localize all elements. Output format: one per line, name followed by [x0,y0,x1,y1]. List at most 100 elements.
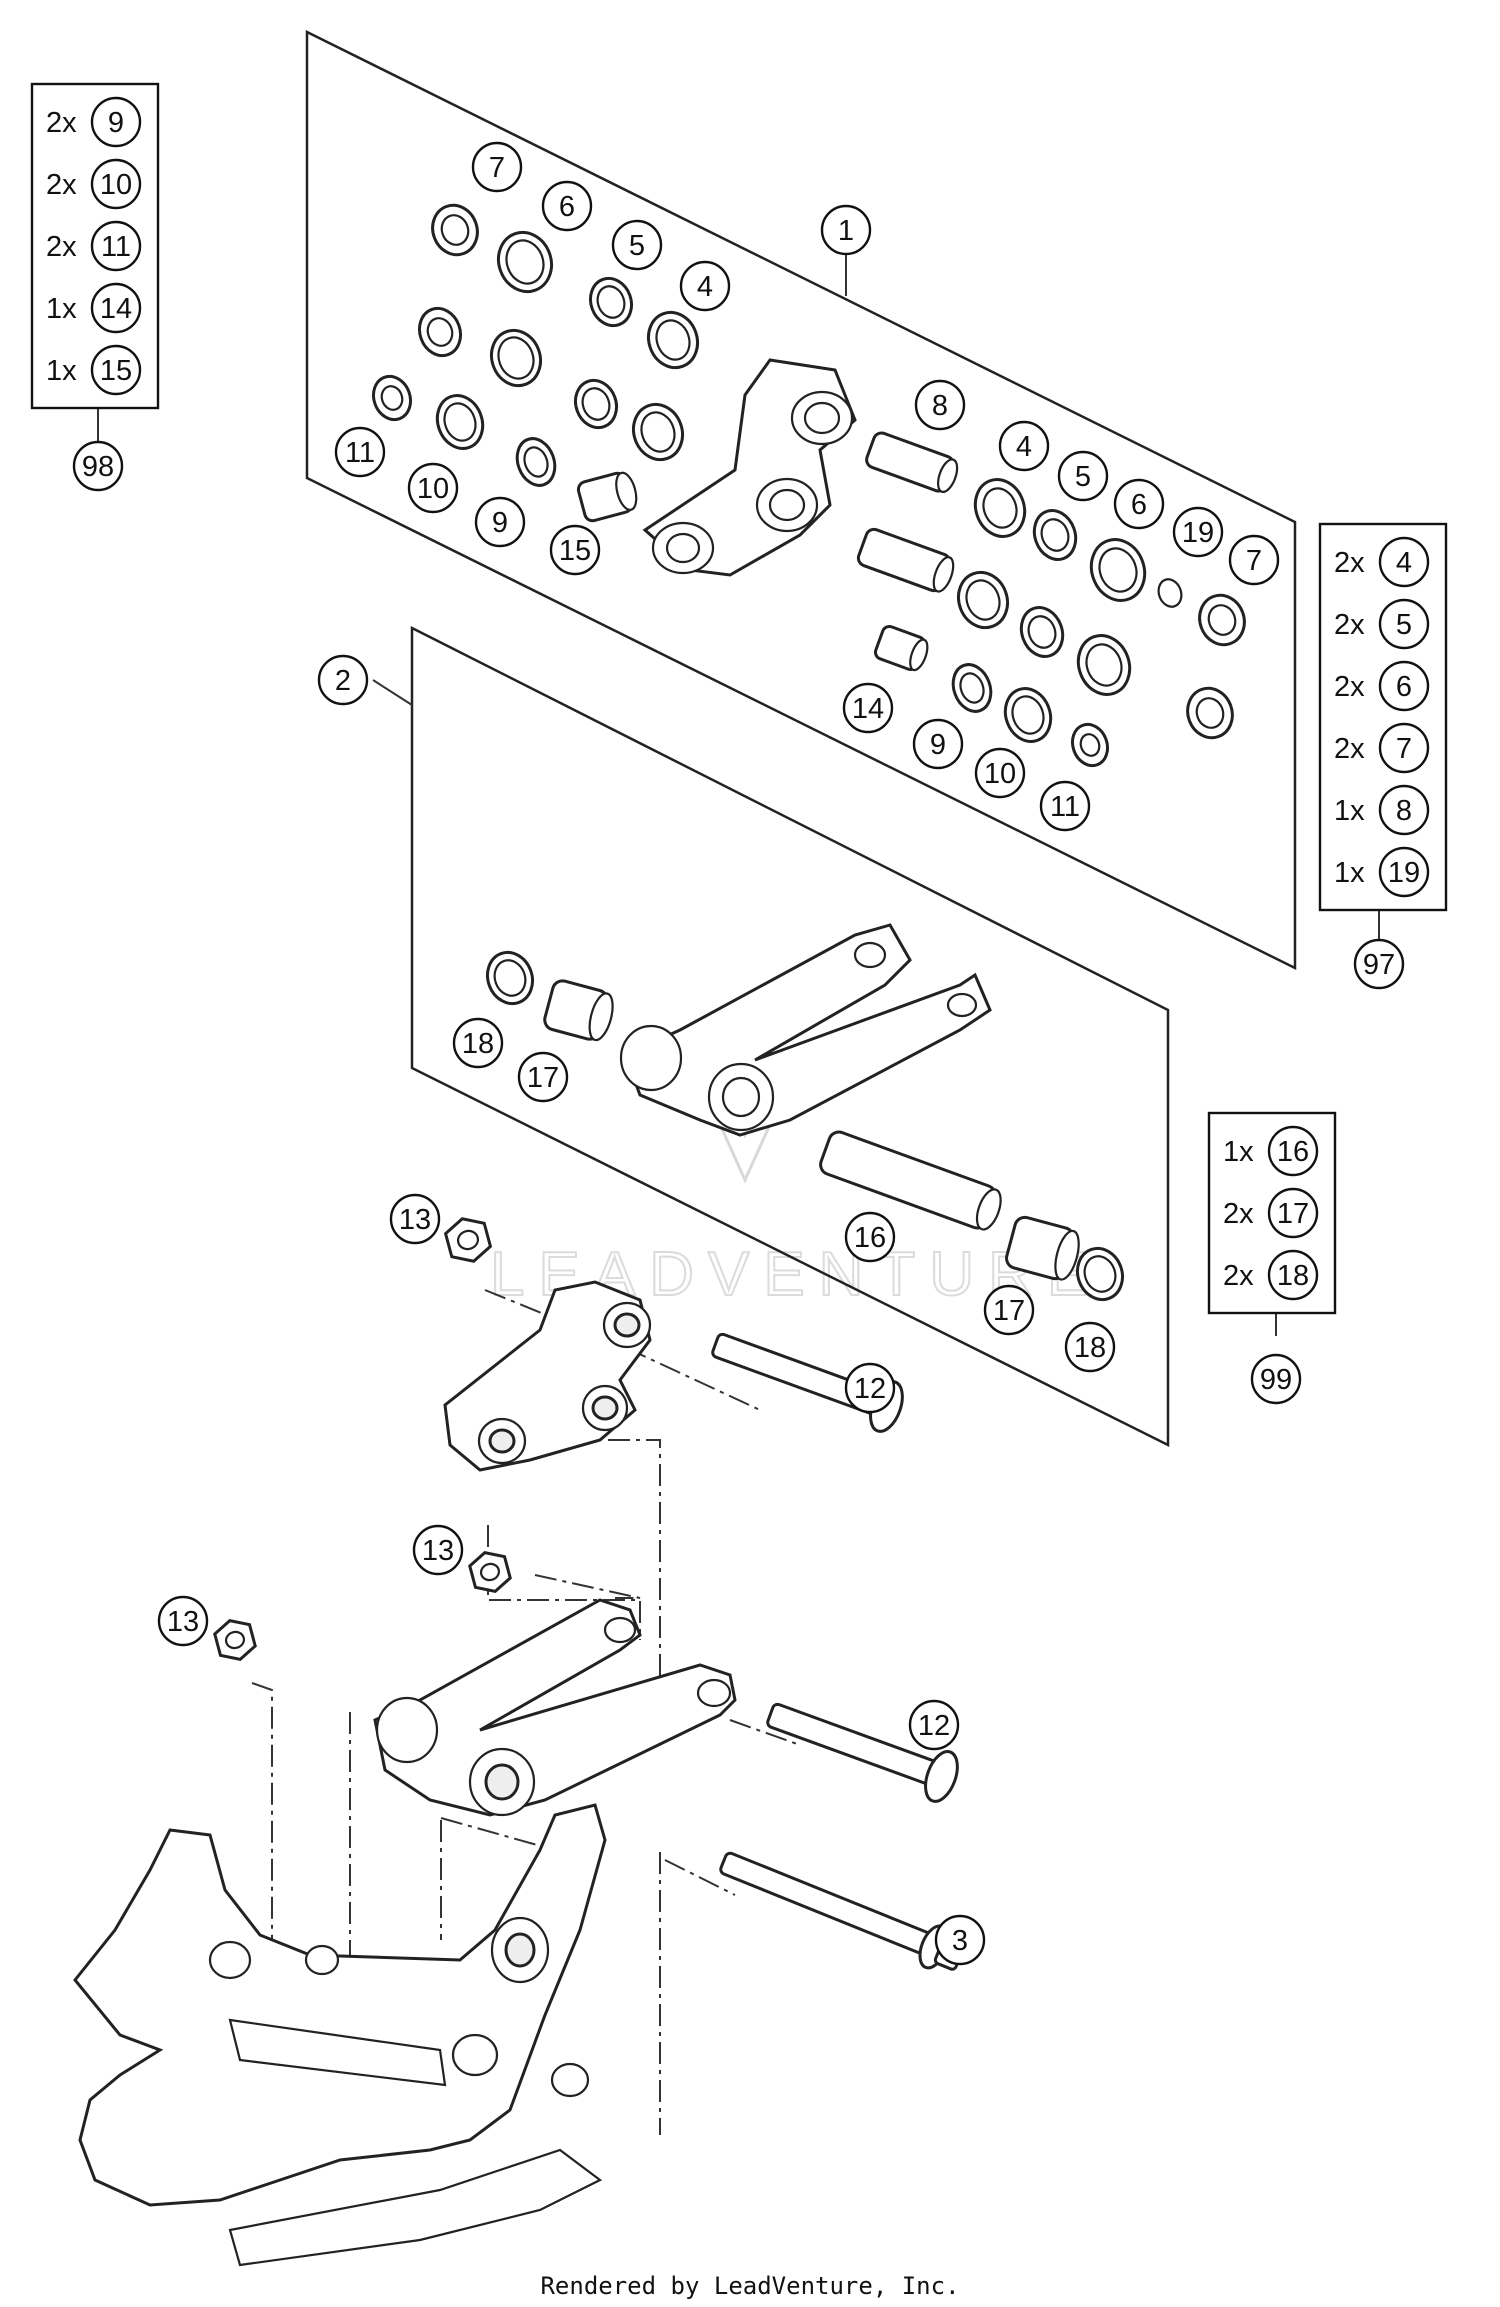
kit-part-number: 19 [1388,857,1420,889]
bolt-12-b [766,1702,959,1803]
callout-circle [474,496,526,548]
pull-rod-assembled [373,1598,737,1817]
callout-label: 17 [993,1295,1025,1327]
callout-label: 99 [1260,1364,1292,1396]
kit-part-number: 4 [1396,547,1412,579]
seal-18-left [485,950,535,1006]
callout-label: 18 [1074,1332,1106,1364]
kit-qty: 2x [1334,671,1365,703]
bearing-10-right [1003,687,1053,743]
callout-label: 10 [984,758,1016,790]
callout-circle [844,1362,896,1414]
washer-9-right [951,663,993,713]
seal-11-left [371,374,413,422]
nut-13-a [443,1217,493,1263]
callout-label: 97 [1363,949,1395,981]
callout-circle [842,682,894,734]
callout-circle [998,420,1050,472]
kit-part-number: 9 [108,107,124,139]
kit-part-number: 16 [1277,1136,1309,1168]
kit-qty: 2x [46,107,77,139]
callout-label: 98 [82,451,114,483]
group-2-frame [410,625,1170,1448]
callout-circle [1064,1321,1116,1373]
callout-label: 2 [335,665,351,697]
kit-part-circle [1267,1187,1319,1239]
kit-part-circle [1378,598,1430,650]
callout-circle [611,219,663,271]
kit-part-circle [1267,1125,1319,1177]
nut-13-c [213,1619,257,1661]
bushing-4-right [973,478,1027,538]
leader-lines [97,254,1380,1336]
callout-g1-15: 15 [549,524,601,576]
callout-13a: 13 [389,1193,441,1245]
kit-qty: 1x [46,293,77,325]
callout-label: 11 [345,437,375,469]
ring-19 [1157,578,1183,608]
callout-label: 12 [918,1710,950,1742]
callout-g1-11b: 11 [1039,780,1091,832]
kit-part-circle [90,220,142,272]
seal-7-right [1198,593,1246,647]
callout-g1-8: 8 [914,379,966,431]
callout-g1-5a: 5 [611,219,663,271]
bushing-4-left [646,310,700,370]
sleeve-lower [856,527,955,593]
kit-part-circle [1378,846,1430,898]
callout-label: 3 [952,1925,968,1957]
kit-part-number: 7 [1396,733,1412,765]
callout-circle [72,440,124,492]
kit-part-number: 6 [1396,671,1412,703]
callout-label: 16 [854,1222,886,1254]
callout-kit-98: 98 [72,440,124,492]
callout-g1-4a: 4 [679,260,731,312]
callout-g2-18a: 18 [452,1017,504,1069]
kit-part-circle [90,96,142,148]
callout-circle [820,204,872,256]
callout-label: 1 [838,215,854,247]
callout-label: 7 [1246,545,1262,577]
callout-g1-9a: 9 [474,496,526,548]
callout-label: 5 [629,230,645,262]
callout-label: 13 [399,1204,431,1236]
sleeve-8 [865,431,959,493]
kit-qty: 1x [1223,1136,1254,1168]
callout-circle [157,1595,209,1647]
callout-circle [471,141,523,193]
kit-part-circle [90,158,142,210]
callout-g1-11a: 11 [334,426,386,478]
kit-box-frame [1318,522,1448,912]
kit-part-number: 8 [1396,795,1412,827]
callout-circle [974,747,1026,799]
nut-13-b [468,1551,512,1593]
kit-qty: 2x [1223,1260,1254,1292]
callout-circle [934,1914,986,1966]
callout-label: 10 [417,473,449,505]
callout-kit-99: 99 [1250,1353,1302,1405]
callout-g2-17a: 17 [517,1051,569,1103]
callout-label: 15 [559,535,591,567]
callout-label: 11 [1050,791,1080,823]
bushing-17-right [1005,1215,1080,1281]
callout-3: 3 [934,1914,986,1966]
callout-label: 8 [932,390,948,422]
callout-13b: 13 [412,1524,464,1576]
callout-circle [1057,450,1109,502]
callout-label: 18 [462,1028,494,1060]
kit-part-circle [90,344,142,396]
callout-label: 6 [1131,489,1147,521]
callout-g1-19: 19 [1172,506,1224,558]
pull-rod-2 [619,923,992,1137]
callout-2: 2 [317,654,369,706]
assembly-lines [251,1289,801,2135]
callout-circle [983,1284,1035,1336]
callout-label: 4 [1016,431,1032,463]
kit-qty: 2x [46,169,77,201]
callout-g1-14: 14 [842,682,894,734]
callout-g2-17b: 17 [983,1284,1035,1336]
